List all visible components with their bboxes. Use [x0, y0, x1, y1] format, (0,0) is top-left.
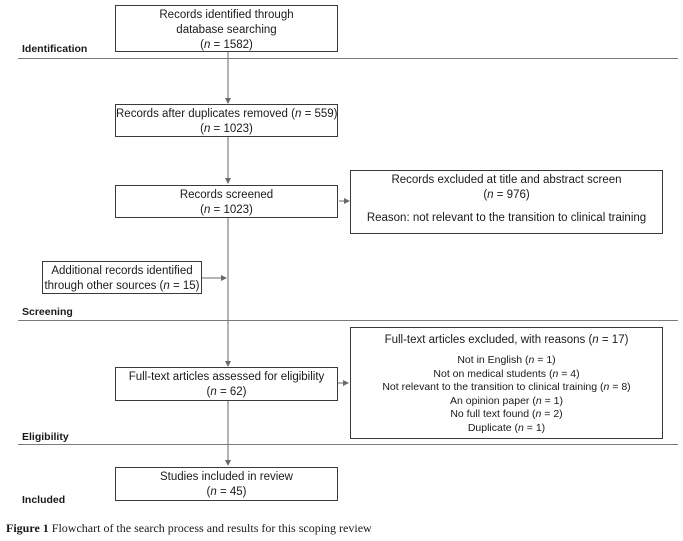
- reason-count: = 2): [541, 408, 563, 420]
- phase-label-screening: Screening: [22, 306, 73, 318]
- box-text: = 45): [216, 486, 247, 498]
- box-text: = 62): [216, 386, 247, 398]
- reason-count: = 1): [541, 394, 563, 407]
- box-text: Full-text articles excluded, with reason…: [384, 334, 593, 346]
- phase-label-identification: Identification: [22, 43, 88, 55]
- box-text: (: [483, 189, 488, 201]
- box-text: Full-text articles assessed for eligibil…: [128, 371, 325, 383]
- reason-item: No full text found (n = 2): [351, 408, 662, 422]
- box-text: n: [203, 204, 211, 216]
- box-text: Records excluded at title and abstract s…: [391, 174, 622, 186]
- box-text: (: [206, 386, 211, 398]
- box-text: = 1023): [210, 123, 253, 135]
- reason-label: No full text found (: [450, 408, 536, 420]
- rule-identification: [18, 58, 678, 59]
- reason-n: n: [603, 381, 610, 393]
- box-records-screened: Records screened (n = 1023): [115, 185, 338, 218]
- box-records-identified: Records identified through database sear…: [115, 5, 338, 52]
- box-text: database searching: [176, 24, 277, 36]
- box-fulltext-assessed: Full-text articles assessed for eligibil…: [115, 367, 338, 401]
- reason-label: Duplicate (: [467, 421, 519, 434]
- box-text: Reason: not relevant to the transition t…: [366, 212, 647, 224]
- figure-caption: Figure 1 Flowchart of the search process…: [6, 521, 372, 536]
- reason-item: Not relevant to the transition to clinic…: [351, 381, 662, 395]
- figure-caption-text: Flowchart of the search process and resu…: [48, 521, 372, 535]
- reason-item: Not in English (n = 1): [351, 354, 662, 368]
- reason-n: n: [552, 367, 559, 380]
- box-after-duplicates: Records after duplicates removed (n = 55…: [115, 104, 338, 137]
- box-text: (: [200, 204, 204, 216]
- box-additional-records: Additional records identified through ot…: [42, 261, 202, 294]
- box-text: = 15): [169, 280, 200, 292]
- box-text: = 559): [301, 108, 338, 120]
- box-text: (: [200, 39, 204, 51]
- phase-label-included: Included: [22, 494, 66, 506]
- reason-n: n: [518, 421, 524, 434]
- reason-count: = 1): [523, 421, 546, 434]
- box-text: through other sources (: [44, 280, 164, 292]
- box-excluded-title-abstract: Records excluded at title and abstract s…: [350, 170, 663, 234]
- reason-label: Not in English (: [457, 354, 529, 366]
- reason-count: = 1): [534, 354, 556, 366]
- box-text: = 17): [598, 334, 629, 346]
- box-text: n: [487, 189, 494, 201]
- box-text: (: [206, 486, 211, 498]
- reason-item: Not on medical students (n = 4): [351, 368, 662, 382]
- box-text: = 976): [493, 189, 530, 201]
- box-text: n: [210, 386, 217, 398]
- reason-item: Duplicate (n = 1): [351, 422, 662, 436]
- box-text: Records after duplicates removed (: [116, 108, 295, 120]
- reason-n: n: [528, 354, 535, 366]
- reason-label: Not on medical students (: [433, 367, 553, 380]
- box-text: = 1582): [210, 39, 253, 51]
- box-text: Additional records identified: [51, 265, 193, 277]
- box-fulltext-excluded: Full-text articles excluded, with reason…: [350, 327, 663, 439]
- box-text: n: [163, 280, 170, 292]
- reason-n: n: [535, 394, 542, 407]
- reason-item: An opinion paper (n = 1): [351, 395, 662, 409]
- reason-label: Not relevant to the transition to clinic…: [382, 381, 604, 393]
- box-text: Studies included in review: [160, 471, 293, 483]
- box-text: n: [592, 334, 599, 346]
- rule-eligibility: [18, 444, 678, 445]
- box-text: Records screened: [179, 189, 274, 201]
- reason-n: n: [535, 408, 542, 420]
- box-text: n: [203, 39, 211, 51]
- box-text: = 1023): [210, 204, 253, 216]
- box-text: (: [200, 123, 204, 135]
- box-studies-included: Studies included in review (n = 45): [115, 467, 338, 501]
- reason-label: An opinion paper (: [450, 394, 536, 407]
- box-text: n: [210, 486, 217, 498]
- phase-label-eligibility: Eligibility: [22, 431, 69, 443]
- rule-screening: [18, 320, 678, 321]
- reason-count: = 8): [609, 381, 631, 393]
- box-text: Records identified through: [159, 9, 294, 21]
- box-text: n: [203, 123, 211, 135]
- reason-count: = 4): [558, 367, 580, 380]
- box-text: n: [294, 108, 302, 120]
- figure-label: Figure 1: [6, 521, 49, 535]
